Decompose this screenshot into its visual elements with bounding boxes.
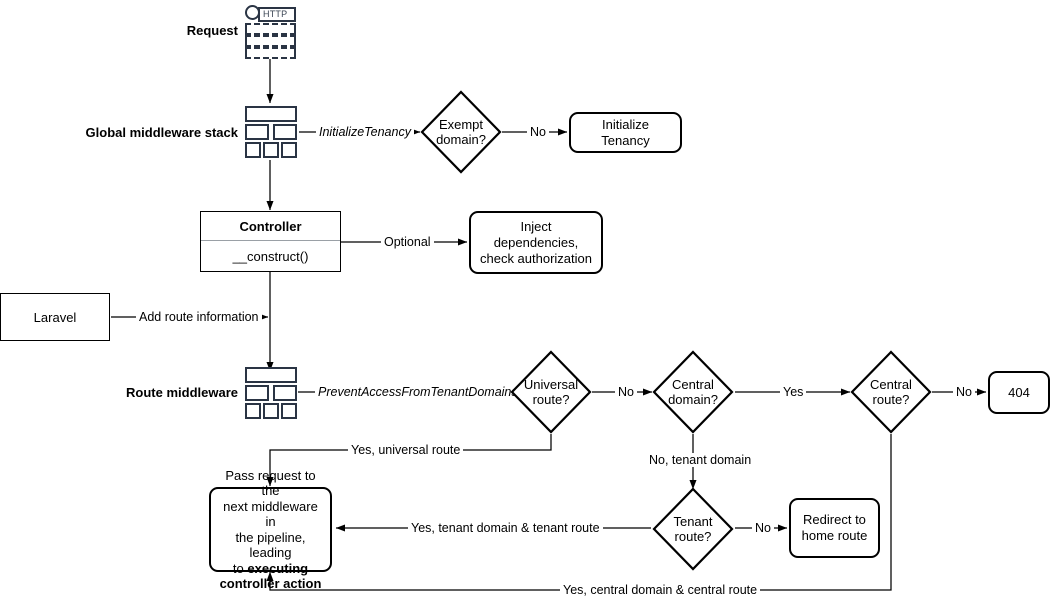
stack-row2-box2 bbox=[273, 124, 297, 140]
node-404[interactable]: 404 bbox=[988, 371, 1050, 414]
pass-request-line4: to executing bbox=[217, 561, 324, 577]
edge-label-no-tenant-domain: No, tenant domain bbox=[646, 453, 755, 467]
request-row-3 bbox=[245, 47, 296, 59]
decision-central-route[interactable]: Central route? bbox=[850, 350, 932, 434]
edge-label-exempt-no: No bbox=[527, 125, 549, 139]
decision-universal-route[interactable]: Universal route? bbox=[510, 350, 592, 434]
request-http-label: HTTP bbox=[263, 9, 288, 19]
controller-title: Controller bbox=[201, 212, 340, 241]
edge-label-central-route-no: No bbox=[953, 385, 975, 399]
route-stack-row2-box2 bbox=[273, 385, 297, 401]
decision-tenant-route[interactable]: Tenant route? bbox=[652, 487, 734, 571]
inject-dependencies-text: Inject dependencies, check authorization bbox=[477, 219, 595, 267]
diamond-shape bbox=[652, 487, 734, 571]
route-stack-row3-box1 bbox=[245, 403, 261, 419]
decision-universal-route-line2: route? bbox=[532, 392, 570, 407]
stack-row3-box3 bbox=[281, 142, 297, 158]
edge-label-prevent-access: PreventAccessFromTenantDomains bbox=[315, 385, 521, 399]
decision-exempt-domain-text: Exempt domain? bbox=[436, 117, 486, 147]
decision-central-domain-line1: Central bbox=[672, 377, 714, 392]
inject-dependencies-line2: check authorization bbox=[479, 250, 592, 266]
route-stack-row3-box3 bbox=[281, 403, 297, 419]
diamond-shape bbox=[850, 350, 932, 434]
edge-label-tenant-route-no: No bbox=[752, 521, 774, 535]
pass-request-line4-bold: executing bbox=[247, 560, 309, 576]
route-stack-row2-box1 bbox=[245, 385, 269, 401]
decision-central-domain[interactable]: Central domain? bbox=[652, 350, 734, 434]
pass-request-line3: the pipeline, leading bbox=[235, 529, 306, 561]
edge-label-yes-universal-route: Yes, universal route bbox=[348, 443, 464, 457]
edge-label-add-route-information: Add route information bbox=[136, 310, 262, 324]
node-controller[interactable]: Controller __construct() bbox=[200, 211, 341, 272]
request-row-1 bbox=[245, 23, 296, 35]
node-initialize-tenancy[interactable]: Initialize Tenancy bbox=[569, 112, 682, 153]
diamond-shape bbox=[510, 350, 592, 434]
inject-dependencies-line1: Inject dependencies, bbox=[493, 218, 579, 250]
route-stack-row3-box2 bbox=[263, 403, 279, 419]
decision-exempt-domain-line1: Exempt bbox=[438, 117, 484, 132]
route-stack-row1-box1 bbox=[245, 367, 297, 383]
controller-member: __construct() bbox=[232, 248, 309, 264]
redirect-home-line1: Redirect to bbox=[803, 512, 866, 527]
edge-label-yes-central-domain-central-route: Yes, central domain & central route bbox=[560, 583, 761, 597]
pass-request-line1: Pass request to the bbox=[225, 467, 316, 499]
decision-universal-route-text: Universal route? bbox=[524, 377, 578, 407]
edge-label-yes-tenant-domain-tenant-route: Yes, tenant domain & tenant route bbox=[408, 521, 603, 535]
decision-central-domain-text: Central domain? bbox=[668, 377, 718, 407]
pass-request-text: Pass request to the next middleware in t… bbox=[217, 468, 324, 592]
label-route-middleware: Route middleware bbox=[126, 385, 238, 400]
middleware-stack-icon-global bbox=[244, 105, 298, 159]
redirect-home-line2: home route bbox=[801, 528, 868, 543]
node-redirect-home[interactable]: Redirect to home route bbox=[789, 498, 880, 558]
decision-central-route-text: Central route? bbox=[870, 377, 912, 407]
request-http-bar bbox=[258, 7, 296, 22]
decision-universal-route-line1: Universal bbox=[523, 377, 579, 392]
decision-tenant-route-text: Tenant route? bbox=[673, 514, 712, 544]
stack-row3-box2 bbox=[263, 142, 279, 158]
label-global-middleware-stack: Global middleware stack bbox=[85, 125, 238, 140]
decision-tenant-route-line1: Tenant bbox=[673, 514, 713, 529]
node-inject-dependencies[interactable]: Inject dependencies, check authorization bbox=[469, 211, 603, 274]
label-request: Request bbox=[186, 23, 238, 38]
diamond-shape bbox=[652, 350, 734, 434]
request-row-2 bbox=[245, 35, 296, 47]
edge-label-central-domain-yes: Yes bbox=[780, 385, 807, 399]
decision-tenant-route-line2: route? bbox=[674, 529, 712, 544]
edge-label-optional: Optional bbox=[381, 235, 434, 249]
decision-exempt-domain[interactable]: Exempt domain? bbox=[420, 90, 502, 174]
edge-label-initialize-tenancy: InitializeTenancy bbox=[316, 125, 414, 139]
middleware-stack-icon-route bbox=[244, 366, 298, 420]
pass-request-line2: next middleware in bbox=[223, 498, 318, 530]
stack-row3-box1 bbox=[245, 142, 261, 158]
node-pass-request[interactable]: Pass request to the next middleware in t… bbox=[209, 468, 332, 591]
diamond-shape bbox=[420, 90, 502, 174]
pass-request-line4-normal: to bbox=[232, 560, 248, 576]
decision-exempt-domain-line2: domain? bbox=[436, 132, 486, 147]
redirect-home-text: Redirect to home route bbox=[802, 512, 868, 544]
decision-central-domain-line2: domain? bbox=[668, 392, 718, 407]
http-request-icon: HTTP bbox=[245, 2, 297, 59]
stack-row2-box1 bbox=[245, 124, 269, 140]
edge-label-universal-no: No bbox=[615, 385, 637, 399]
decision-central-route-line2: route? bbox=[872, 392, 910, 407]
stack-row1-box1 bbox=[245, 106, 297, 122]
pass-request-line5: controller action bbox=[219, 576, 322, 591]
decision-central-route-line1: Central bbox=[870, 377, 912, 392]
node-laravel[interactable]: Laravel bbox=[0, 293, 110, 341]
